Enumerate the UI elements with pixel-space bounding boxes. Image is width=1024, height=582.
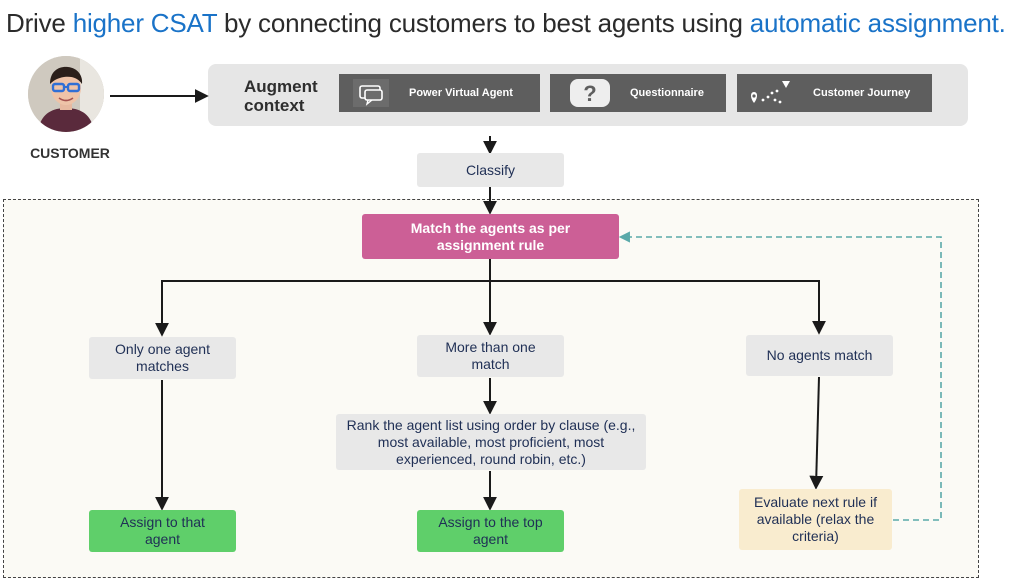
customer-journey-tile[interactable]: Customer Journey: [737, 74, 932, 112]
classify-node: Classify: [417, 153, 564, 187]
rank-agents-node: Rank the agent list using order by claus…: [336, 414, 646, 470]
assign-to-that-agent-node: Assign to that agent: [89, 510, 236, 552]
no-agents-match-node: No agents match: [746, 335, 893, 376]
question-mark-icon: ?: [570, 79, 610, 107]
one-agent-match-node: Only one agent matches: [89, 337, 236, 379]
match-agents-node: Match the agents as per assignment rule: [362, 214, 619, 259]
loop-back-arrow: [618, 231, 942, 521]
journey-path-icon: [747, 78, 793, 108]
power-virtual-agent-tile[interactable]: Power Virtual Agent: [339, 74, 540, 112]
tile-label-customer-journey: Customer Journey: [813, 87, 911, 99]
questionnaire-tile[interactable]: ? Questionnaire: [550, 74, 726, 112]
assign-to-top-agent-node: Assign to the top agent: [417, 510, 564, 552]
svg-text:?: ?: [583, 81, 596, 106]
more-than-one-match-node: More than one match: [417, 335, 564, 377]
page-title: Drive higher CSAT by connecting customer…: [6, 8, 1006, 38]
customer-avatar: [28, 56, 104, 132]
chat-bubble-icon: [353, 79, 389, 107]
augment-context-panel: Augment context Power Virtual Agent ? Qu…: [208, 64, 968, 126]
augment-context-label: Augment context: [244, 77, 318, 115]
tile-label-questionnaire: Questionnaire: [630, 87, 704, 99]
title-highlight-csat: higher CSAT: [72, 8, 217, 38]
title-highlight-assignment: automatic assignment.: [749, 8, 1006, 38]
tile-label-power-virtual-agent: Power Virtual Agent: [409, 87, 513, 99]
customer-label: CUSTOMER: [30, 145, 110, 161]
arrow-none-to-evaluate: [809, 376, 824, 490]
evaluate-next-rule-node: Evaluate next rule if available (relax t…: [739, 489, 892, 550]
